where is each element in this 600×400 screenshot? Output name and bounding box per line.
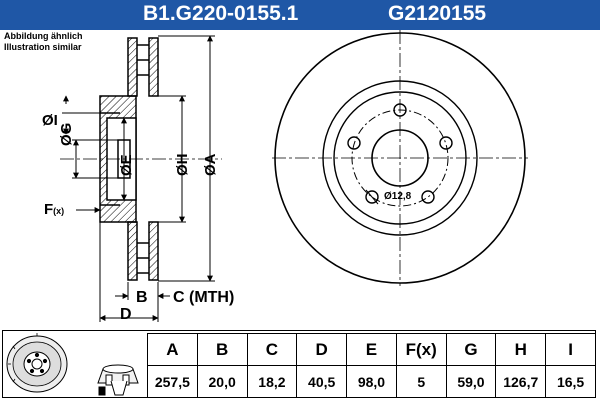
- spec-header-h: H: [495, 333, 547, 366]
- spec-value-row: 257,5 20,0 18,2 40,5 98,0 5 59,0 126,7 1…: [147, 365, 596, 398]
- note-line-de: Abbildung ähnlich: [4, 31, 83, 41]
- label-d: D: [120, 306, 132, 323]
- spec-value-c: 18,2: [246, 365, 298, 398]
- note-line-en: Illustration similar: [4, 42, 82, 52]
- spec-header-c: C: [246, 333, 298, 366]
- spec-value-i: 16,5: [545, 365, 596, 398]
- spec-value-d: 40,5: [296, 365, 348, 398]
- spec-value-b: 20,0: [196, 365, 248, 398]
- label-f-main: F: [44, 201, 54, 218]
- disc-3d-thumbnail: [6, 333, 68, 393]
- spec-table: A B C D E F(x) G H I 257,5 20,0 18,2 40,…: [147, 333, 596, 398]
- spec-header-f: F(x): [395, 333, 447, 366]
- label-f: F(x): [44, 201, 64, 218]
- label-dia-h: ØH: [174, 153, 191, 177]
- spec-panel-border: [2, 330, 596, 398]
- spec-panel: A B C D E F(x) G H I 257,5 20,0 18,2 40,…: [0, 328, 600, 400]
- mounting-detail-thumbnail: [97, 364, 139, 396]
- spec-header-a: A: [147, 333, 198, 366]
- label-dia-i: ØI: [42, 112, 58, 129]
- spec-value-g: 59,0: [445, 365, 497, 398]
- spec-value-f: 5: [395, 365, 447, 398]
- spec-header-e: E: [346, 333, 397, 366]
- spec-header-d: D: [296, 333, 348, 366]
- spec-value-h: 126,7: [495, 365, 547, 398]
- spec-value-a: 257,5: [147, 365, 198, 398]
- disc-thumbnails: [6, 333, 139, 396]
- part-number: B1.G220-0155.1: [143, 2, 299, 25]
- spec-header-b: B: [196, 333, 248, 366]
- spec-value-e: 98,0: [346, 365, 397, 398]
- alt-part-number: G2120155: [388, 2, 487, 25]
- label-b: B: [136, 289, 148, 306]
- spec-header-g: G: [445, 333, 497, 366]
- label-hole-diameter: Ø12,8: [384, 191, 412, 202]
- front-view: [272, 30, 528, 286]
- label-f-sub: (x): [53, 206, 65, 216]
- label-dia-g: ØG: [58, 122, 75, 146]
- side-section-view: [60, 37, 222, 281]
- brake-disc-drawing: [60, 30, 528, 322]
- header-bar: B1.G220-0155.1 G2120155: [0, 0, 600, 30]
- label-dia-a: ØA: [202, 153, 219, 177]
- spec-header-row: A B C D E F(x) G H I: [147, 333, 596, 366]
- illustration-note: Abbildung ähnlich Illustration similar: [4, 31, 83, 53]
- label-dia-e: ØE: [118, 154, 135, 176]
- dimension-lines: [62, 35, 215, 322]
- label-c: C (MTH): [173, 289, 235, 306]
- spec-header-i: I: [545, 333, 596, 366]
